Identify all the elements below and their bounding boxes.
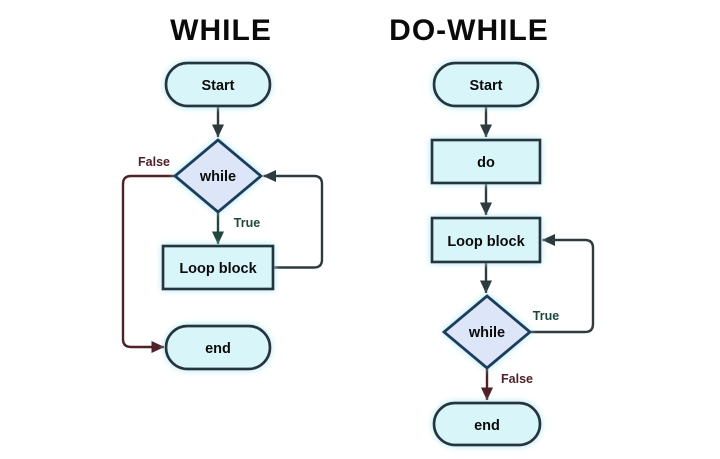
do-node — [430, 138, 542, 185]
while-decision-node — [172, 138, 264, 214]
do-while-start-label: Start — [469, 78, 502, 94]
do-while-true-branch-label: True — [533, 309, 559, 323]
do-while-decision-label: while — [468, 325, 505, 341]
while-flowchart: WHILE Start while Loop block end False T… — [121, 14, 324, 371]
arrow-while-true-back-to-loopblock — [530, 234, 595, 334]
while-loopblock-label: Loop block — [179, 261, 257, 277]
do-while-loopblock-node — [430, 216, 542, 264]
do-while-flowchart: DO-WHILE Start do Loop block while end T… — [389, 14, 595, 447]
while-decision-label: while — [199, 169, 236, 185]
do-while-end-node — [432, 401, 542, 447]
while-loopblock-node — [161, 244, 275, 291]
do-while-decision-node — [441, 294, 533, 370]
do-while-false-branch-label: False — [501, 372, 533, 386]
while-chart-title: WHILE — [170, 14, 272, 47]
arrow-while-false-to-end — [121, 174, 175, 353]
while-start-node — [164, 61, 272, 108]
do-while-loopblock-label: Loop block — [447, 234, 525, 250]
while-start-label: Start — [201, 78, 234, 94]
while-false-branch-label: False — [138, 155, 170, 169]
do-while-chart-title: DO-WHILE — [389, 14, 549, 47]
while-end-label: end — [205, 341, 231, 357]
do-while-end-label: end — [474, 418, 500, 434]
while-end-node — [164, 324, 272, 371]
while-true-branch-label: True — [234, 216, 260, 230]
do-while-start-node — [432, 61, 540, 108]
arrow-loopblock-back-to-while — [263, 170, 324, 269]
do-node-label: do — [477, 155, 495, 171]
